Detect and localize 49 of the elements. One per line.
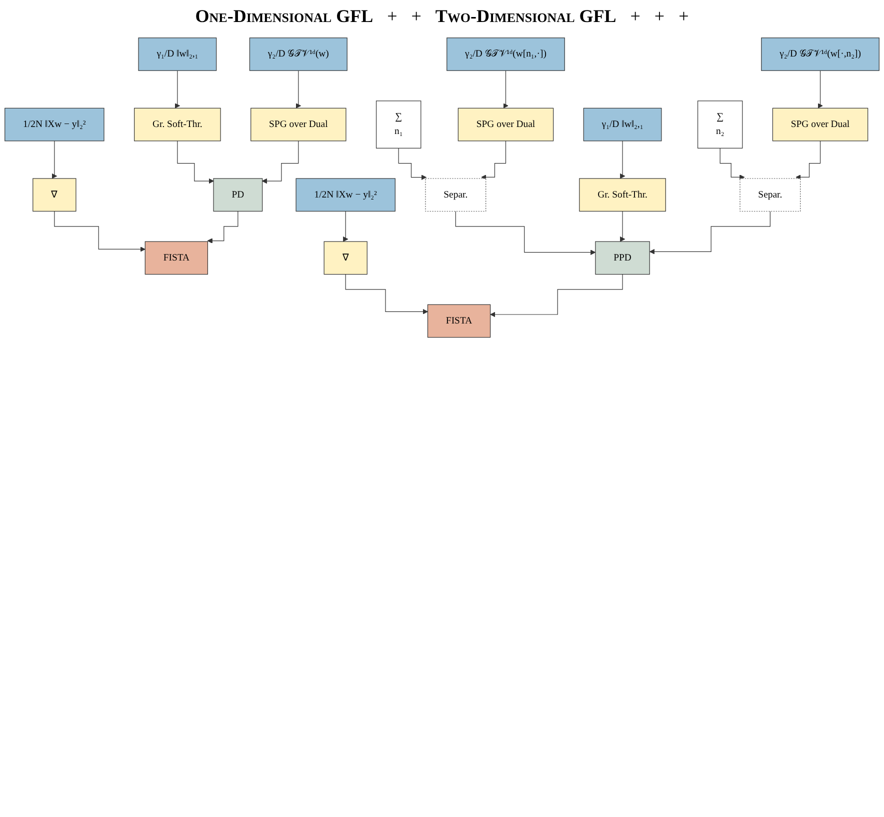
node-box: Separ.: [425, 178, 486, 212]
node-box: 1/2N ‖Xw − y‖₂²: [296, 178, 396, 212]
arrow: [177, 140, 214, 184]
arrow: [262, 140, 299, 184]
plus-sign: +: [630, 6, 640, 27]
node-box: FISTA: [427, 304, 491, 338]
node-box: SPG over Dual: [250, 108, 346, 142]
node-box: Separ.: [740, 178, 801, 212]
arrow: [490, 274, 623, 318]
arrow: [345, 274, 428, 314]
node-box: Gr. Soft-Thr.: [134, 108, 221, 142]
arrow: [54, 210, 146, 252]
node-box: SPG over Dual: [772, 108, 868, 142]
plus-sign: +: [654, 6, 665, 27]
arrow: [720, 148, 745, 180]
arrow: [503, 70, 508, 108]
node-box: γ₁/D ‖w‖₂,₁: [583, 108, 662, 142]
node-box: ∑ n₁: [376, 100, 422, 148]
node-box: PPD: [595, 241, 650, 275]
arrow: [649, 210, 770, 254]
node-box: γ₁/D ‖w‖₂,₁: [138, 38, 217, 71]
plus-sign: +: [387, 6, 398, 27]
section-heading: One-Dimensional GFL: [195, 6, 374, 27]
plus-sign: +: [678, 6, 689, 27]
node-box: ∇: [32, 178, 76, 212]
node-box: γ₂/D 𝒢𝒯𝒱¹ᵈ(w[n₁,·]): [446, 38, 565, 71]
arrow: [207, 210, 238, 244]
arrow: [481, 140, 506, 180]
node-box: 1/2N ‖Xw − y‖₂²: [4, 108, 104, 142]
arrow: [398, 148, 427, 180]
node-box: ∇: [324, 241, 368, 275]
node-box: ∑ n₂: [697, 100, 743, 148]
arrow: [52, 140, 58, 179]
arrow: [796, 140, 821, 180]
node-box: Gr. Soft-Thr.: [579, 178, 666, 212]
node-box: γ₂/D 𝒢𝒯𝒱¹ᵈ(w[·,n₂]): [761, 38, 880, 71]
node-box: PD: [213, 178, 263, 212]
plus-sign: +: [411, 6, 422, 27]
arrow: [620, 210, 626, 242]
arrow: [620, 140, 626, 179]
node-box: γ₂/D 𝒢𝒯𝒱¹ᵈ(w): [249, 38, 348, 71]
arrow: [174, 70, 180, 108]
section-heading: Two-Dimensional GFL: [435, 6, 616, 27]
node-box: FISTA: [144, 241, 208, 275]
arrow: [296, 70, 302, 108]
arrow: [455, 210, 596, 256]
node-box: SPG over Dual: [458, 108, 554, 142]
arrow: [818, 70, 823, 108]
arrow: [342, 210, 348, 242]
